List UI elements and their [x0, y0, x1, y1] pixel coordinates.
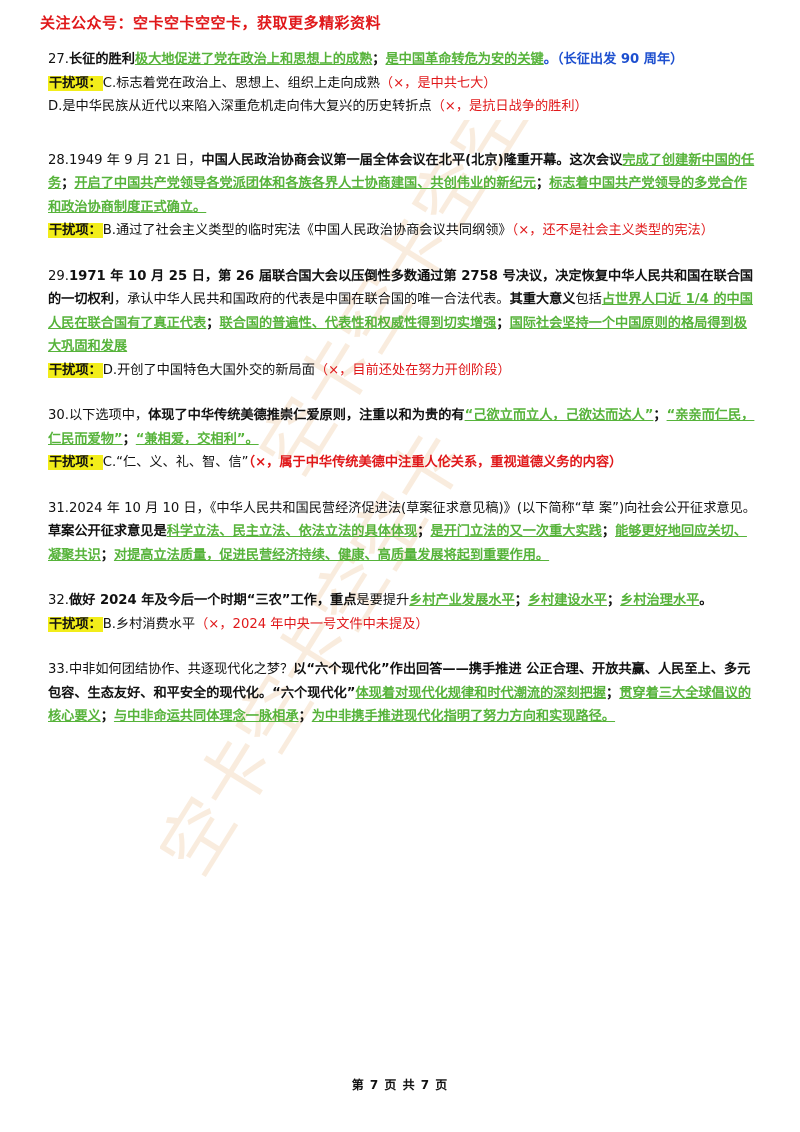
question-text: 29.1971 年 10 月 25 日，第 26 届联合国大会以压倒性多数通过第…	[48, 268, 754, 355]
question-28: 28.1949 年 9 月 21 日，中国人民政治协商会议第一届全体会议在北平(…	[48, 149, 756, 243]
question-33: 33.中非如何团结协作、共逐现代化之梦？以“六个现代化”作出回答——携手推进 公…	[48, 658, 756, 729]
distractor-line: D.是中华民族从近代以来陷入深重危机走向伟大复兴的历史转折点（×，是抗日战争的胜…	[48, 99, 588, 114]
distractor-tag: 干扰项：	[48, 455, 103, 470]
question-27: 27.长征的胜利极大地促进了党在政治上和思想上的成熟；是中国革命转危为安的关键。…	[48, 48, 756, 119]
distractor-line: 干扰项：D.开创了中国特色大国外交的新局面（×，目前还处在努力开创阶段）	[48, 362, 511, 378]
distractor-tag: 干扰项：	[48, 223, 103, 238]
distractor-line: 干扰项：C.“仁、义、礼、智、信”（×，属于中华传统美德中注重人伦关系，重视道德…	[48, 455, 623, 470]
question-31: 31.2024 年 10 月 10 日，《中华人民共和国民营经济促进法(草案征求…	[48, 497, 756, 568]
distractor-line: 干扰项：C.标志着党在政治上、思想上、组织上走向成熟（×，是中共七大）	[48, 75, 497, 91]
promo-header: 关注公众号：空卡空卡空空卡，获取更多精彩资料	[40, 14, 382, 32]
distractor-line: 干扰项：B.通过了社会主义类型的临时宪法《中国人民政治协商会议共同纲领》（×，还…	[48, 223, 714, 238]
question-text: 33.中非如何团结协作、共逐现代化之梦？以“六个现代化”作出回答——携手推进 公…	[48, 662, 752, 724]
question-text: 27.长征的胜利极大地促进了党在政治上和思想上的成熟；是中国革命转危为安的关键。…	[48, 52, 684, 67]
question-text: 28.1949 年 9 月 21 日，中国人民政治协商会议第一届全体会议在北平(…	[48, 152, 755, 215]
distractor-line: 干扰项：B.乡村消费水平（×，2024 年中央一号文件中未提及）	[48, 616, 429, 632]
question-32: 32.做好 2024 年及今后一个时期“三农”工作，重点是要提升乡村产业发展水平…	[48, 589, 756, 636]
distractor-tag: 干扰项：	[48, 362, 103, 378]
question-30: 30.以下选项中，体现了中华传统美德推崇仁爱原则，注重以和为贵的有“己欲立而立人…	[48, 404, 756, 475]
page-number: 第 7 页 共 7 页	[351, 1078, 449, 1092]
question-text: 32.做好 2024 年及今后一个时期“三农”工作，重点是要提升乡村产业发展水平…	[48, 593, 713, 608]
document-body: 27.长征的胜利极大地促进了党在政治上和思想上的成熟；是中国革命转危为安的关键。…	[48, 48, 756, 751]
question-29: 29.1971 年 10 月 25 日，第 26 届联合国大会以压倒性多数通过第…	[48, 265, 756, 383]
distractor-tag: 干扰项：	[48, 75, 103, 91]
question-text: 30.以下选项中，体现了中华传统美德推崇仁爱原则，注重以和为贵的有“己欲立而立人…	[48, 408, 755, 447]
distractor-tag: 干扰项：	[48, 616, 103, 632]
question-text: 31.2024 年 10 月 10 日，《中华人民共和国民营经济促进法(草案征求…	[48, 500, 756, 563]
